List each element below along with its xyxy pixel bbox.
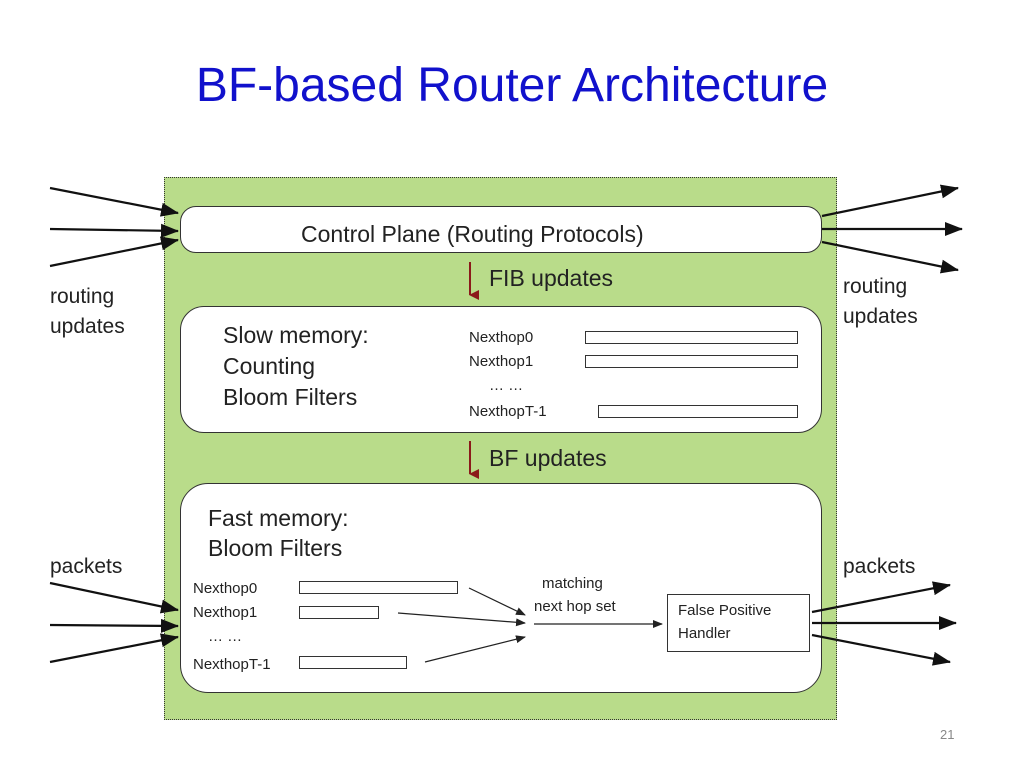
packets-in-arrow-3	[49, 633, 179, 664]
false-positive-handler-box	[667, 594, 810, 652]
bf-updates-label: BF updates	[489, 445, 607, 471]
matching-label-line1: matching	[542, 575, 603, 592]
page-number: 21	[940, 727, 955, 742]
left-routing-label: routing	[50, 285, 115, 308]
packets-out-arrow-1	[811, 581, 951, 614]
routing-in-arrow-3	[49, 236, 179, 268]
slow-memory-counting: Counting	[223, 353, 316, 379]
control-plane-box	[180, 206, 822, 253]
packets-out-arrow-3	[811, 633, 951, 666]
packets-in-arrow-2	[49, 618, 179, 633]
routing-in-arrow-2	[49, 223, 179, 238]
routing-out-arrow-1	[821, 184, 959, 218]
matching-label-line2: next hop set	[534, 598, 616, 615]
slow-bitvector-0	[585, 331, 798, 344]
left-packets-label: packets	[50, 555, 123, 578]
fast-bitvector-T-1	[299, 656, 407, 669]
fib-updates-label: FIB updates	[489, 265, 614, 291]
fast-bitvector-1	[299, 606, 379, 619]
control-plane-label: Control Plane (Routing Protocols)	[301, 221, 644, 247]
match-arrow-T-1	[424, 635, 526, 663]
slow-ellipsis: … …	[489, 377, 524, 394]
routing-in-arrow-1	[49, 186, 179, 217]
slow-memory-bloom-filters: Bloom Filters	[223, 384, 358, 410]
match-arrow-0	[468, 587, 526, 616]
fast-nexthopT-1-label: NexthopT-1	[193, 656, 271, 673]
fast-bitvector-0	[299, 581, 458, 594]
fast-nexthop1-label: Nexthop1	[193, 604, 258, 621]
match-arrow-1	[397, 612, 526, 627]
fast-ellipsis: … …	[208, 628, 243, 645]
slow-memory-title: Slow memory:	[223, 322, 369, 348]
slow-nexthop1-label: Nexthop1	[469, 353, 534, 370]
fast-memory-bloom-filters: Bloom Filters	[208, 535, 343, 561]
slow-bitvector-1	[585, 355, 798, 368]
fast-memory-title: Fast memory:	[208, 505, 349, 531]
right-updates-label: updates	[843, 305, 918, 328]
slow-bitvector-T-1	[598, 405, 798, 418]
fph-label-line2: Handler	[678, 625, 731, 642]
fast-nexthop0-label: Nexthop0	[193, 580, 258, 597]
fph-label-line1: False Positive	[678, 602, 772, 619]
fast-memory-box	[180, 483, 822, 693]
left-updates-label: updates	[50, 315, 125, 338]
slow-nexthop0-label: Nexthop0	[469, 329, 534, 346]
right-routing-label: routing	[843, 275, 908, 298]
slow-nexthopT-1-label: NexthopT-1	[469, 403, 547, 420]
slide-title: BF-based Router Architecture	[195, 59, 829, 112]
right-packets-label: packets	[843, 555, 916, 578]
packets-in-arrow-1	[49, 581, 179, 614]
routing-out-arrow-3	[821, 240, 959, 274]
